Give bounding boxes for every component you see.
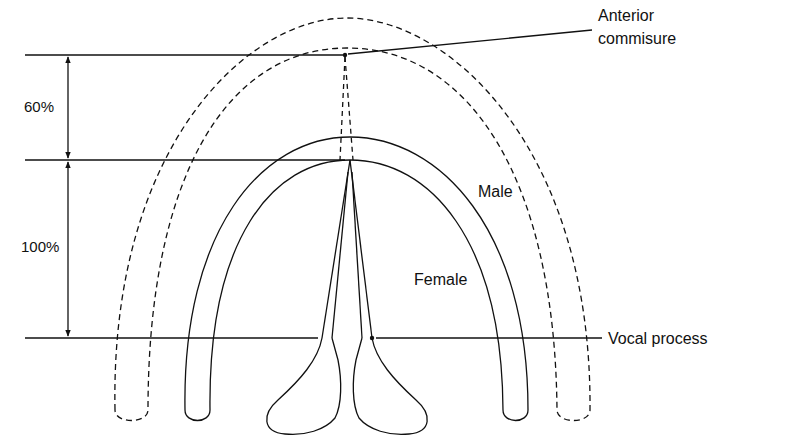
reference-line — [25, 54, 343, 55]
reference-line — [25, 159, 345, 160]
female-vocal-fold — [350, 160, 372, 338]
male-vocal-fold — [340, 57, 345, 160]
leader-line — [376, 337, 602, 338]
right-arytenoid — [353, 338, 427, 434]
female-cartilage-outline — [185, 137, 528, 421]
male-cartilage-outline — [115, 18, 590, 421]
part-label: Female — [414, 268, 467, 291]
commissure-dot — [343, 53, 347, 57]
leader-line — [348, 30, 592, 54]
male-vocal-fold — [345, 57, 353, 160]
part-label: Anterior commisure — [598, 4, 694, 50]
reference-line — [25, 337, 318, 338]
dimension-arrow — [67, 162, 68, 336]
dimension-arrow — [67, 57, 68, 158]
left-arytenoid — [267, 338, 341, 434]
vocal-process-dot — [370, 336, 374, 340]
female-vocal-fold — [352, 172, 362, 338]
female-vocal-fold — [332, 172, 348, 338]
female-vocal-fold — [322, 160, 350, 338]
part-label: Vocal process — [608, 327, 708, 350]
dimension-label: 100% — [21, 236, 59, 258]
part-label: Male — [478, 180, 513, 203]
dimension-label: 60% — [24, 96, 54, 118]
